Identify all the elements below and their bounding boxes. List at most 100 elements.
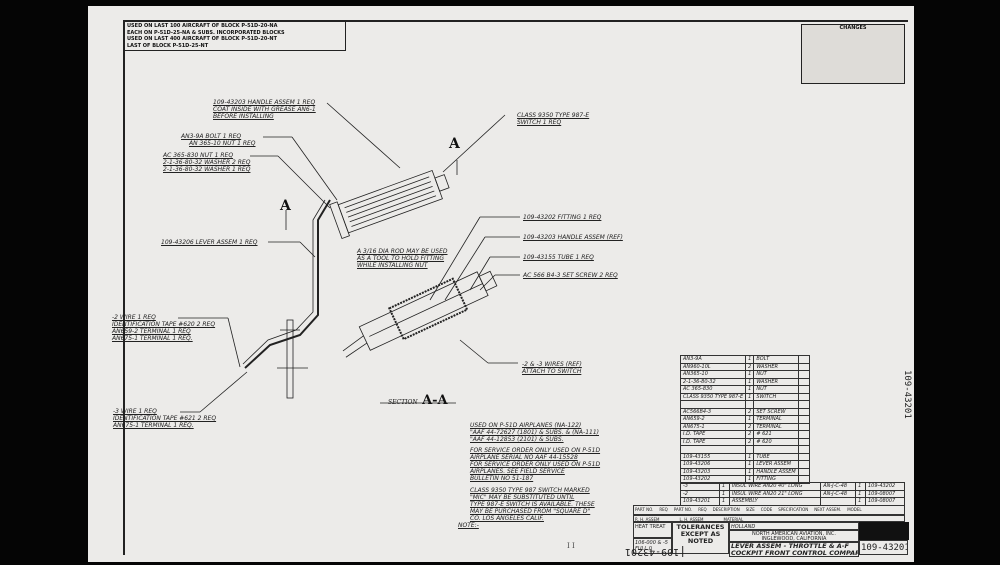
bom-cell xyxy=(797,385,811,394)
bom-cell xyxy=(797,422,811,431)
bom-cell: 1 xyxy=(745,370,755,379)
bom-cell: CLASS 9350 TYPE 987-E xyxy=(679,392,747,401)
bom-cell: 109-43202 xyxy=(864,482,906,491)
bom-cell xyxy=(797,460,811,469)
bom-cell: -3 xyxy=(680,482,720,491)
text-line: AIRPLANE SERIAL NO AAF 44-15528 xyxy=(470,454,578,461)
bom-cell xyxy=(745,445,755,454)
bom-cell xyxy=(679,445,747,454)
tolerance-box: TOLERANCES EXCEPT AS NOTED xyxy=(672,522,729,554)
bom-cell: AN3-9A xyxy=(679,355,747,364)
drawing-number: 109-43201 xyxy=(859,540,908,555)
bom-cell: WASHER xyxy=(753,377,799,386)
text-line: TYPE 987-E SWITCH IS AVAILABLE. THESE xyxy=(470,501,595,508)
text-line: REQ xyxy=(659,507,668,512)
bom-cell: AN960-10L xyxy=(679,362,747,371)
text-line: AN675-1 TERMINAL 1 REQ. xyxy=(113,422,194,429)
text-line: HEAT TREAT xyxy=(635,524,666,530)
text-line: "AAF 44-12853 (2101) & SUBS. xyxy=(470,436,564,443)
text-line: AN659-2 TERMINAL 1 REQ xyxy=(112,328,191,335)
bom-row xyxy=(679,445,811,454)
bom-cell: 1 xyxy=(855,497,866,506)
text-line: AC 365-830 NUT 1 REQ xyxy=(163,152,234,159)
bom-cell: 1 xyxy=(855,489,866,498)
text-line: AN 365-10 NUT 1 REQ xyxy=(189,140,256,147)
bom-cell: WASHER xyxy=(753,362,799,371)
bom-cell xyxy=(797,407,811,416)
company-box: NORTH AMERICAN AVIATION, INC.INGLEWOOD, … xyxy=(729,530,859,542)
bom-cell: 1 xyxy=(745,415,755,424)
section-marker-a-top: A xyxy=(449,136,460,152)
bom-cell xyxy=(797,400,811,409)
text-line: 106-000 & -5 xyxy=(635,540,668,546)
text-line: PART NO. xyxy=(635,507,654,512)
text-line: 109-43203 HANDLE ASSEM 1 REQ xyxy=(213,99,316,106)
notes-block: USED ON P-51D AIRPLANES (NA-122)"AAF 44-… xyxy=(458,422,601,529)
text-line: A 3/16 DIA ROD MAY BE USED xyxy=(357,248,448,255)
bom-cell: 109-08007 xyxy=(864,489,906,498)
bom-cell: AN365-10 xyxy=(679,370,747,379)
text-line: CO. LOS ANGELES CALIF. xyxy=(470,515,544,522)
section-marker-a-left: A xyxy=(280,198,291,214)
bom-cell: 2-1-36-80-32 xyxy=(679,377,747,386)
bom-row xyxy=(679,400,811,409)
text-line: AS A TOOL TO HOLD FITTING xyxy=(357,255,445,262)
text-line: -2 & -3 WIRES (REF) xyxy=(522,361,582,368)
right-edge-number: 109-43201 xyxy=(902,370,912,419)
callout-handle-ref: 109-43203 HANDLE ASSEM (REF) xyxy=(523,234,623,241)
leader-line xyxy=(326,102,401,169)
bom-cell xyxy=(797,355,811,364)
text-line: PART NO. xyxy=(673,507,693,512)
text-line: WHILE INSTALLING NUT xyxy=(357,262,428,269)
bom-cell: 2 xyxy=(745,407,755,416)
text-line: MODEL xyxy=(847,507,862,512)
text-line: 2-1-36-80-32 WASHER 1 REQ xyxy=(163,166,251,173)
text-line: AIRPLANES. SEE FIELD SERVICE xyxy=(470,468,565,475)
bom-cell: 1 xyxy=(745,385,755,394)
bom-cell xyxy=(797,437,811,446)
notes-title: NOTE:- xyxy=(458,522,479,529)
callout-tube: 109-43155 TUBE 1 REQ xyxy=(523,254,594,261)
text-line: FOR SERVICE ORDER ONLY USED ON P-51D xyxy=(470,447,601,454)
callout-wires: -2 & -3 WIRES (REF)ATTACH TO SWITCH xyxy=(522,361,582,375)
text-line: NORTH AMERICAN AVIATION, INC. xyxy=(752,531,836,537)
text-line: 2-1-36-80-32 WASHER 2 REQ xyxy=(163,159,251,166)
bom-cell xyxy=(679,400,747,409)
bom-cell: 2 xyxy=(745,437,755,446)
bom-cell: -2 xyxy=(680,489,720,498)
bom-cell xyxy=(797,392,811,401)
bom-cell: 1 xyxy=(745,355,755,364)
bom-cell: AN-J-C-48 xyxy=(820,489,857,498)
header-note-line: LAST OF BLOCK P-51D-25-NT xyxy=(127,42,209,49)
bom-cell: # 621 xyxy=(753,430,799,439)
header-note-line: USED ON LAST 100 AIRCRAFT OF BLOCK P-51D… xyxy=(127,23,278,29)
text-line: FULL xyxy=(635,546,648,552)
bom-cell xyxy=(797,445,811,454)
text-line: MATERIAL xyxy=(723,517,744,522)
bom-cell: 1 xyxy=(745,467,755,476)
bom-cell xyxy=(820,497,857,506)
text-line: SIZE xyxy=(745,507,755,512)
bom-cell: 2 xyxy=(745,362,755,371)
text-line: INGLEWOOD, CALIFORNIA xyxy=(761,536,827,542)
text-line: IDENTIFICATION TAPE #621 2 REQ xyxy=(113,415,217,422)
text-line: LEVER ASSEM - THROTTLE & A-F xyxy=(731,542,849,550)
text-line: CLASS 9350 TYPE 987 SWITCH MARKED xyxy=(470,487,590,494)
text-line: ATTACH TO SWITCH xyxy=(522,368,582,375)
